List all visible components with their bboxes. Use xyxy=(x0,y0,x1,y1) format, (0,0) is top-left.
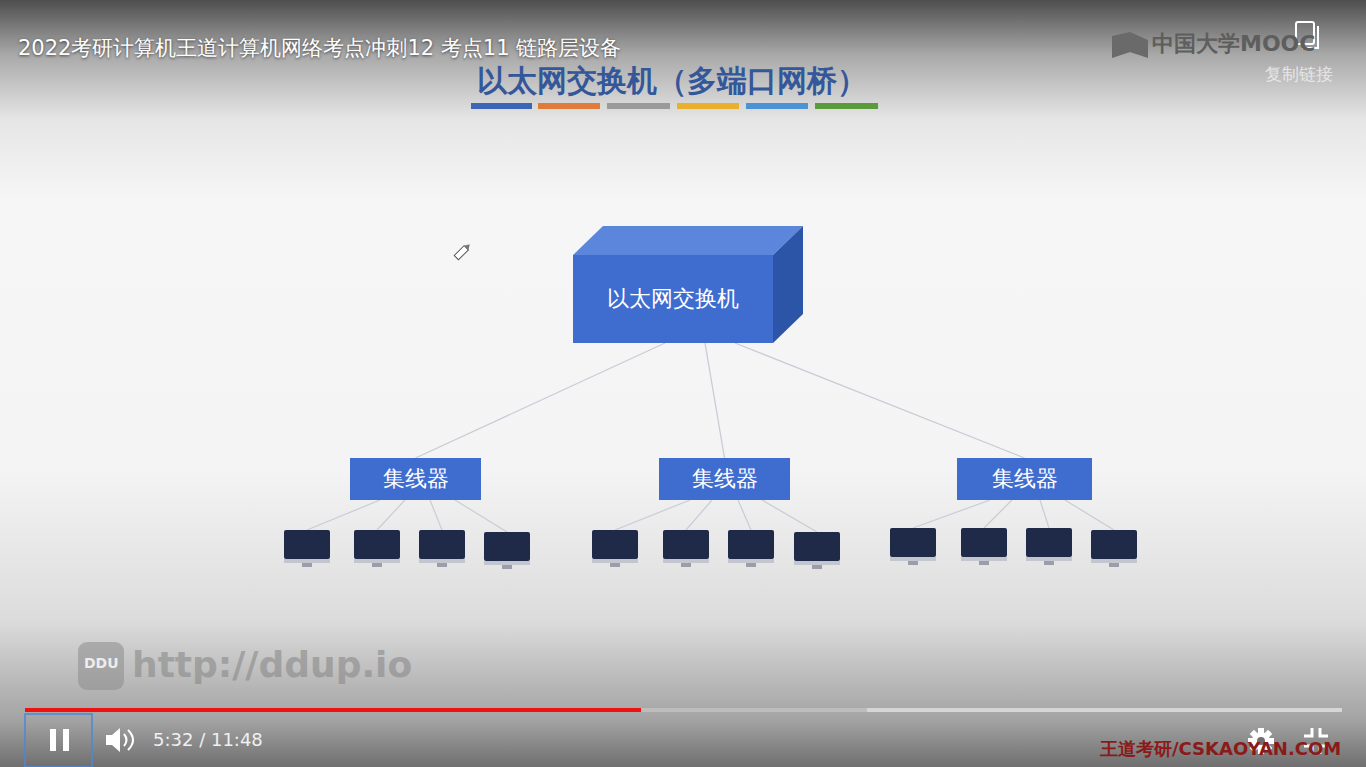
watermark-logo: DDU xyxy=(84,655,119,672)
connector-line xyxy=(416,343,666,458)
hub-box: 集线器 xyxy=(350,458,481,500)
copy-link: 复制链接 xyxy=(1265,64,1333,84)
pencil-cursor xyxy=(454,242,472,260)
volume-icon xyxy=(106,728,133,752)
node-label: 集线器 xyxy=(992,466,1058,492)
watermark-url: http://ddup.io xyxy=(132,643,412,686)
color-bar xyxy=(471,103,878,109)
hub-box: 集线器 xyxy=(659,458,790,500)
node-label: 集线器 xyxy=(692,466,758,492)
connector-line xyxy=(705,343,725,458)
computer-icons xyxy=(284,528,1137,569)
hub-box: 集线器 xyxy=(957,458,1092,500)
watermark-box xyxy=(78,642,124,690)
hub-wires xyxy=(307,500,1114,532)
switch-box: 以太网交换机 xyxy=(573,255,773,343)
connector-line xyxy=(735,343,1025,458)
site-watermark: 王道考研/CSKAOYAN.COM xyxy=(1100,738,1341,760)
focus-outline xyxy=(25,714,92,767)
video-title: 2022考研计算机王道计算机网络考点冲刺12 考点11 链路层设备 xyxy=(18,36,621,61)
mooc-logo-text: 中国大学MOOC xyxy=(1152,31,1315,57)
mooc-logo-icon xyxy=(1112,32,1148,58)
time-display: 5:32 / 11:48 xyxy=(153,729,263,751)
progress-bar xyxy=(25,708,1342,712)
node-label: 以太网交换机 xyxy=(607,286,739,312)
node-label: 集线器 xyxy=(383,466,449,492)
switch-3d-faces xyxy=(573,226,803,343)
pause-icon xyxy=(50,729,69,751)
slide-title: 以太网交换机（多端口网桥） xyxy=(477,63,867,99)
